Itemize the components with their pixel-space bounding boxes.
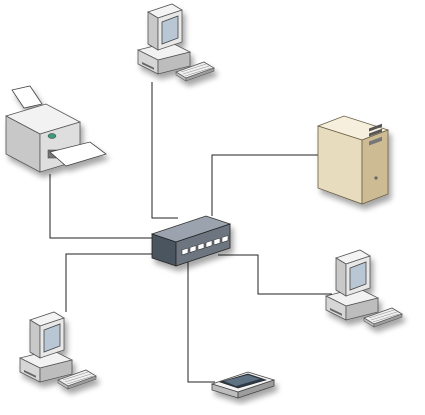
link-workstation-bottom-left [65,253,158,312]
desktop-computer-icon [325,249,403,328]
link-scanner [187,262,215,383]
server[interactable] [316,115,390,205]
printer[interactable] [4,85,107,173]
network-switch[interactable] [150,215,232,267]
link-printer [49,174,158,239]
link-workstation-top [151,82,178,219]
workstation-top-computer[interactable] [137,3,215,82]
link-workstation-right [218,254,332,295]
tower-server-icon [316,115,390,205]
network-hub-icon [150,215,232,267]
link-server [211,154,318,216]
flatbed-scanner-icon [210,371,276,399]
desktop-computer-icon [19,311,97,390]
desktop-computer-icon [137,3,215,82]
connection-lines [49,82,332,383]
scanner[interactable] [210,371,276,399]
printer-icon [4,85,107,173]
workstation-bottom-left-computer[interactable] [19,311,97,390]
workstation-right-computer[interactable] [325,249,403,328]
